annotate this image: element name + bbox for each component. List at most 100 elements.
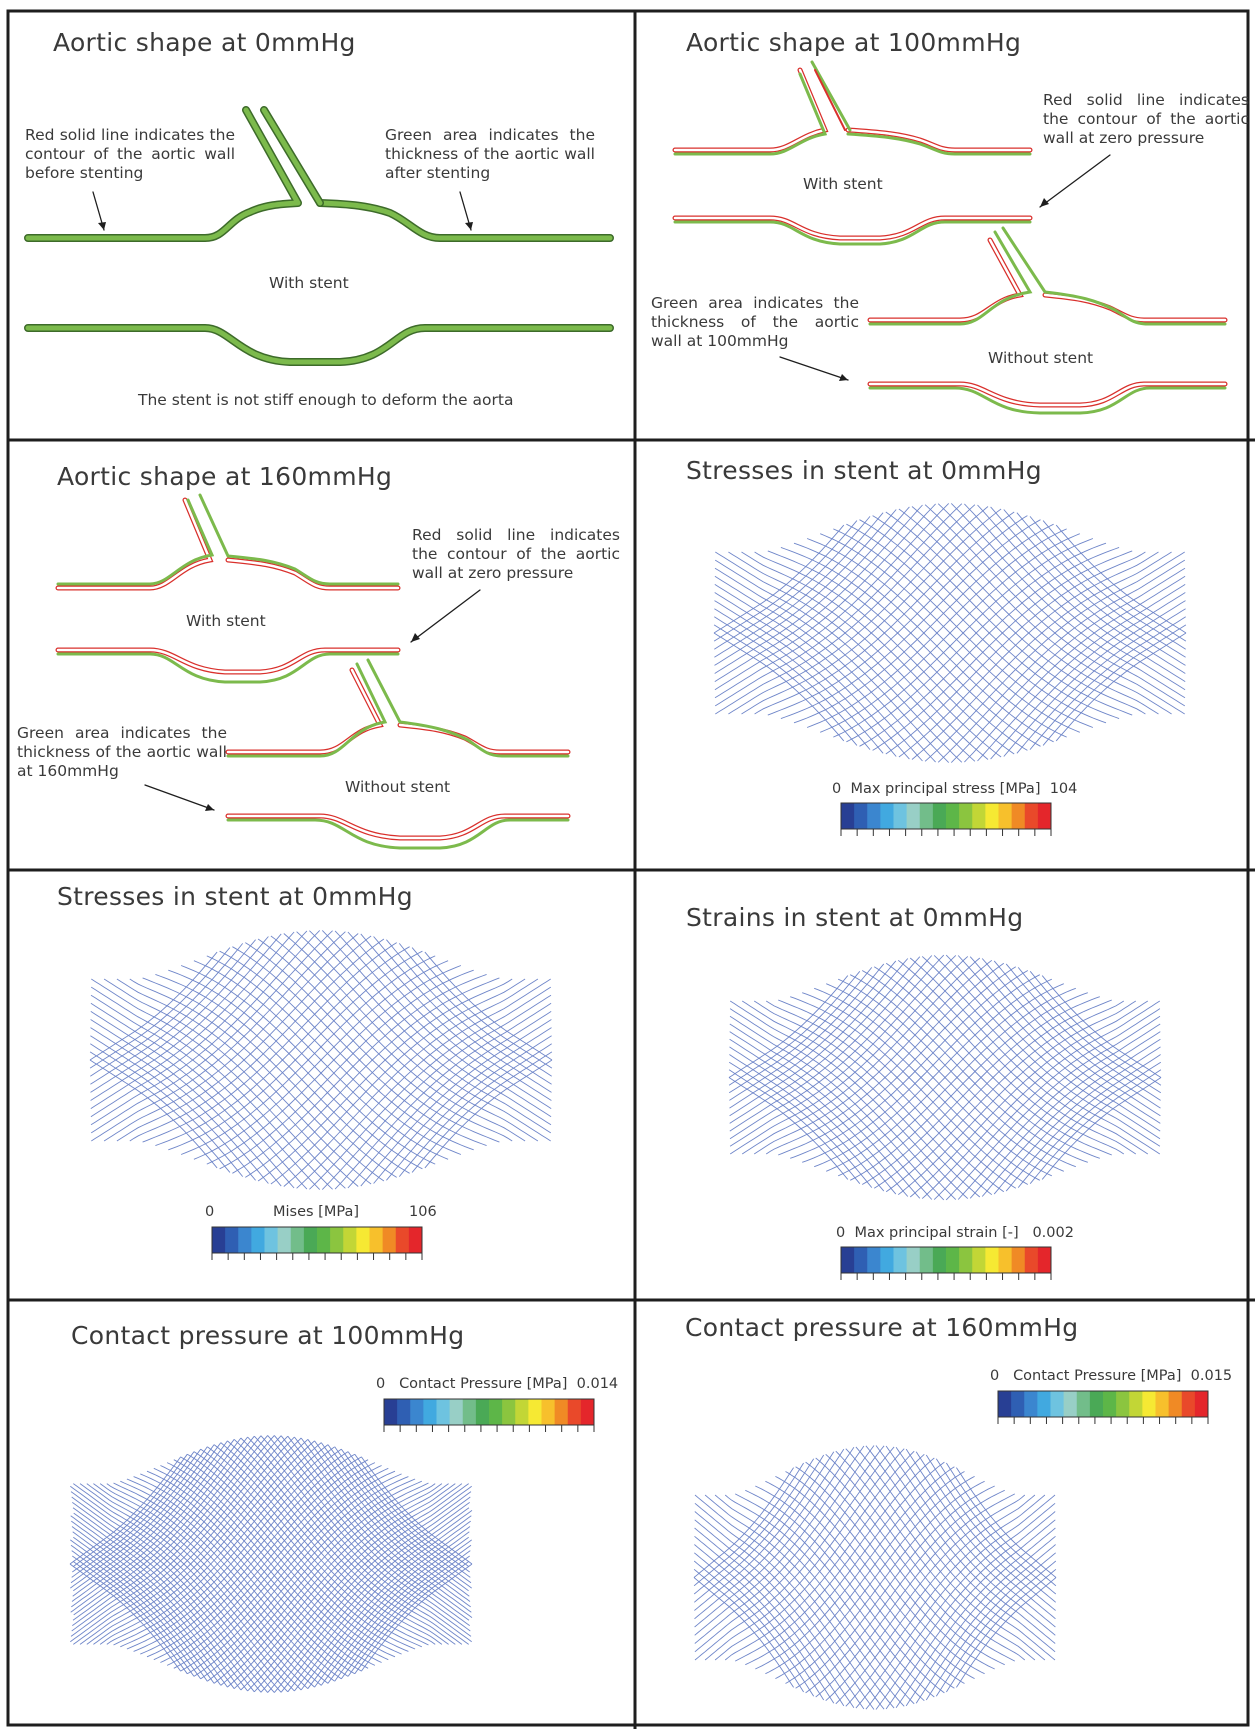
stent-strut xyxy=(885,1000,1125,1193)
stent-strut xyxy=(340,1550,471,1680)
scale-segment xyxy=(1194,1391,1209,1417)
scale-segment xyxy=(384,1399,398,1425)
mesh-struts xyxy=(713,503,1187,763)
stent-strut xyxy=(838,987,1076,1177)
stent-strut xyxy=(1029,971,1162,1086)
stent-strut xyxy=(825,1494,1026,1702)
scale-segment xyxy=(1076,1391,1091,1417)
stent-strut xyxy=(729,963,885,1101)
stent-strut xyxy=(845,1494,1046,1707)
stent-strut xyxy=(267,1496,471,1693)
stent-strut xyxy=(373,1027,552,1184)
aorta-diagram-160mmhg xyxy=(55,493,571,850)
stent-strut xyxy=(872,550,1133,751)
legend-title-row: 0 Max principal strain [-] 0.002 xyxy=(836,1225,1074,1241)
stent-strut xyxy=(116,978,372,1185)
scale-segment xyxy=(1181,1391,1196,1417)
stent-strut xyxy=(398,1043,552,1177)
stent-strut xyxy=(714,512,884,658)
caption: The stent is not stiff enough to deform … xyxy=(138,391,514,409)
stent-strut xyxy=(314,1440,470,1597)
stent-strut xyxy=(713,524,845,634)
stent-strut xyxy=(835,1494,1036,1705)
stent-strut xyxy=(780,519,1041,720)
stent-strut xyxy=(897,959,1137,1155)
stent-strut xyxy=(714,1494,915,1705)
stent-strut xyxy=(714,559,963,763)
stent-strut xyxy=(1005,963,1161,1101)
scale-segment xyxy=(841,1247,855,1273)
stent-strut xyxy=(925,1552,1056,1701)
panel-title: Strains in stent at 0mmHg xyxy=(686,903,1024,932)
stent-strut xyxy=(294,1515,472,1692)
stent-strut xyxy=(1042,624,1187,746)
stent-strut xyxy=(741,551,1002,758)
stent-strut xyxy=(694,1454,825,1603)
stent-strut xyxy=(321,994,552,1190)
aorta-diagram-0mmhg xyxy=(24,106,614,366)
stent-strut xyxy=(90,1035,256,1181)
stent-strut xyxy=(753,959,993,1155)
stent-strut xyxy=(70,1515,248,1692)
scale-segment xyxy=(1024,1247,1039,1273)
stent-strut xyxy=(347,1011,552,1189)
legend-min: 0 xyxy=(205,1204,215,1220)
stent-strut xyxy=(1055,632,1187,742)
stent-strut xyxy=(873,999,1112,1189)
stent-strut xyxy=(977,504,1186,682)
scale-segment xyxy=(264,1227,279,1253)
stent-strut xyxy=(693,1568,804,1693)
stent-strut xyxy=(253,1435,472,1643)
stent-strut xyxy=(294,1436,472,1613)
stent-strut xyxy=(70,1435,289,1643)
scale-segment xyxy=(212,1227,226,1253)
scale-segment xyxy=(1063,1391,1078,1417)
stent-strut xyxy=(865,1502,1056,1710)
stent-strut xyxy=(320,1442,469,1592)
stent-strut xyxy=(180,955,436,1155)
panel-title: Contact pressure at 160mmHg xyxy=(685,1313,1079,1342)
legend-min: 0 xyxy=(376,1376,386,1392)
stent-strut xyxy=(969,1031,1161,1199)
scale-segment xyxy=(1037,1391,1051,1417)
legend-min: 0 xyxy=(990,1368,1000,1384)
scale-segment xyxy=(1168,1391,1183,1417)
stent-strut xyxy=(898,508,1159,715)
stent-strut xyxy=(806,528,1067,728)
stent-strut xyxy=(1016,608,1186,754)
stent-strut xyxy=(924,551,1185,762)
color-scale-bar xyxy=(383,1398,595,1432)
stent-strut xyxy=(206,965,462,1165)
scale-segment xyxy=(998,1247,1013,1273)
stent-strut xyxy=(424,951,553,1061)
stent-strut xyxy=(247,1483,469,1692)
stent-strut xyxy=(142,942,397,1143)
panel-title: Stresses in stent at 0mmHg xyxy=(686,456,1042,485)
scale-segment xyxy=(303,1227,318,1253)
mesh-struts xyxy=(693,1445,1057,1710)
scale-segment xyxy=(1011,803,1026,829)
stent-mesh xyxy=(89,930,553,1190)
stent-strut xyxy=(361,1563,473,1672)
stent-strut xyxy=(693,1577,794,1688)
stent-strut xyxy=(1005,1054,1161,1192)
legend-min: 0 xyxy=(836,1225,846,1241)
stent-strut xyxy=(270,978,526,1185)
stent-strut xyxy=(728,1069,861,1184)
stent-strut xyxy=(729,960,897,1109)
stent-strut xyxy=(309,986,552,1190)
stent-strut xyxy=(885,551,1146,755)
scale-segment xyxy=(251,1227,265,1253)
stent-strut xyxy=(946,1462,1057,1587)
stent-strut xyxy=(373,936,552,1093)
stent-strut xyxy=(321,930,552,1126)
stent-strut xyxy=(861,996,1100,1185)
stent-strut xyxy=(915,1544,1056,1704)
stent-strut xyxy=(1003,509,1186,666)
scale-segment xyxy=(449,1399,464,1425)
stent-strut xyxy=(245,977,500,1178)
stent-strut xyxy=(915,1451,1056,1611)
stent-strut xyxy=(89,1059,218,1169)
stent-strut xyxy=(946,1568,1057,1693)
stent-strut xyxy=(846,542,1107,743)
